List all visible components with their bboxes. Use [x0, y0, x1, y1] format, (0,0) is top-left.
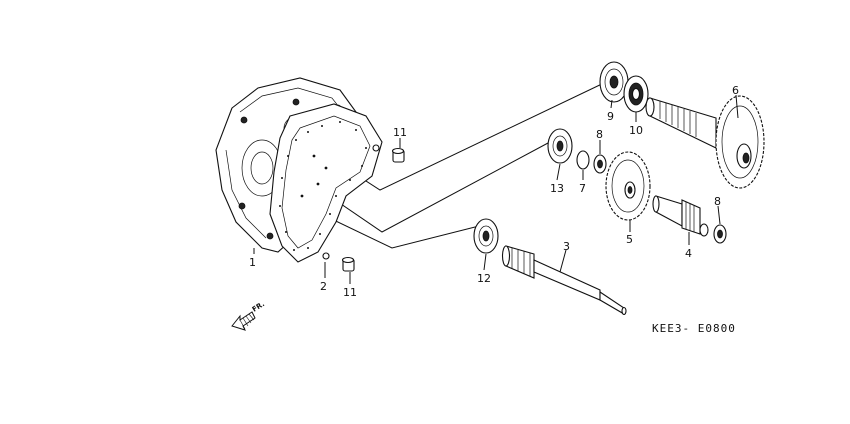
- bearing-13: [547, 128, 573, 164]
- callout-11-upper: 11: [393, 126, 407, 139]
- front-direction-label: FR.: [251, 300, 266, 314]
- callout-10: 10: [629, 124, 643, 137]
- diagram-code: KEE3- E0800: [652, 322, 736, 335]
- final-shaft-6: [645, 95, 765, 189]
- drive-shaft-3: [501, 245, 627, 316]
- oil-seal-10: [623, 75, 649, 113]
- bearing-9: [599, 61, 629, 103]
- callout-3: 3: [563, 240, 570, 253]
- callout-8-lower: 8: [714, 195, 721, 208]
- circlip-7: [576, 150, 590, 170]
- callout-leaders: [253, 94, 739, 284]
- callout-9: 9: [607, 110, 614, 123]
- callout-13: 13: [550, 182, 564, 195]
- callout-12: 12: [477, 272, 491, 285]
- callout-2: 2: [320, 280, 327, 293]
- front-direction-arrow-icon: [231, 311, 256, 331]
- callout-6: 6: [732, 84, 739, 97]
- countershaft-4: [652, 195, 709, 237]
- washer-8-upper: [593, 154, 607, 174]
- callout-5: 5: [626, 233, 633, 246]
- countershaft-gear-5: [605, 151, 651, 221]
- dowel-pin-lower: [341, 256, 355, 272]
- washer-8-lower: [713, 224, 727, 244]
- callout-1: 1: [249, 256, 256, 269]
- callout-7: 7: [579, 182, 586, 195]
- bearing-12: [473, 218, 499, 254]
- callout-4: 4: [685, 247, 692, 260]
- callout-8-upper: 8: [596, 128, 603, 141]
- dowel-pin-upper: [391, 147, 405, 163]
- cover-gasket: [269, 103, 383, 263]
- callout-11-lower: 11: [343, 286, 357, 299]
